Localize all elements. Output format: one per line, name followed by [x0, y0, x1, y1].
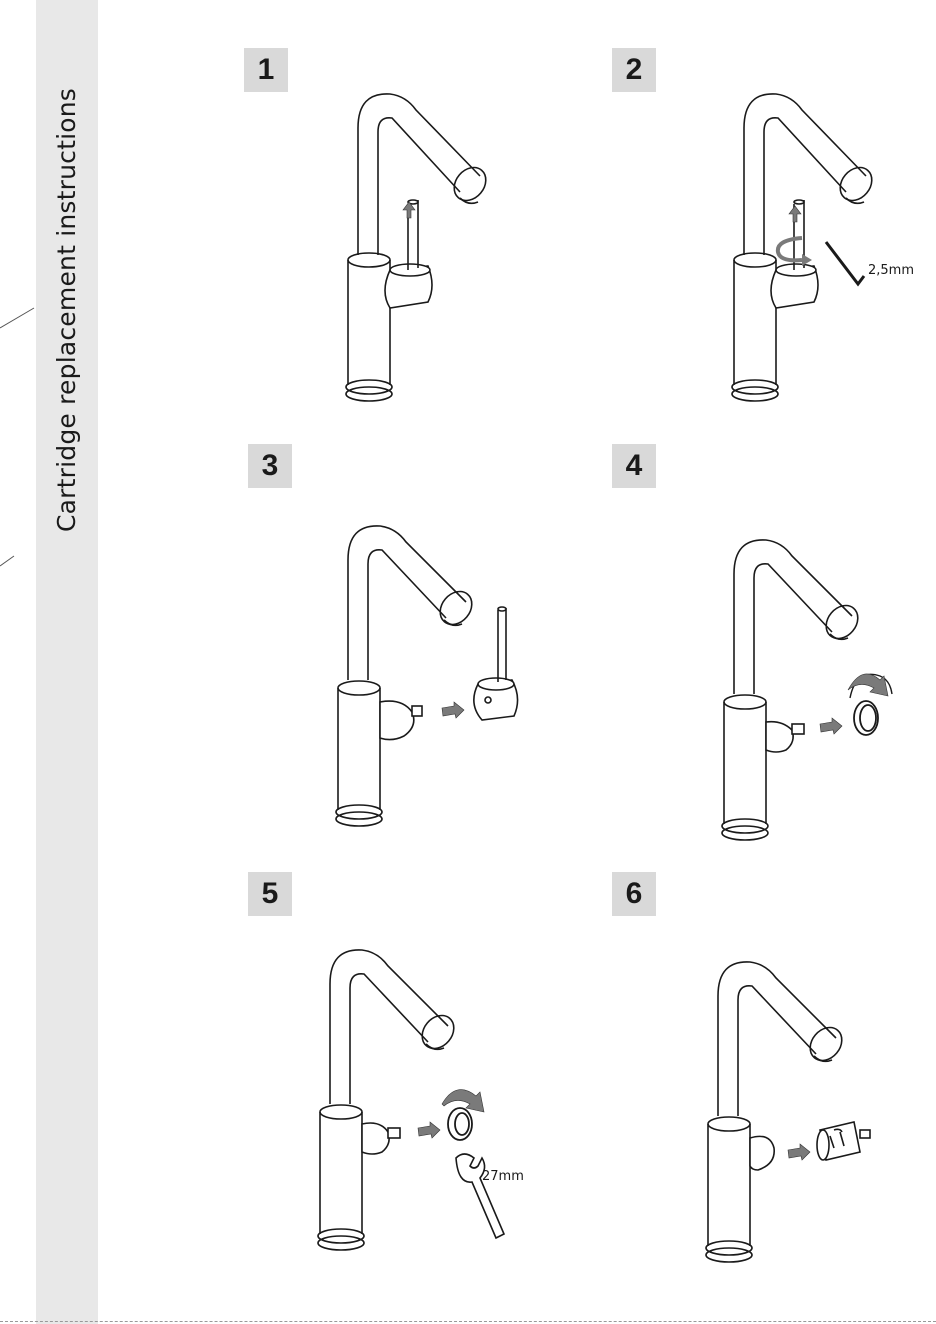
step-3-illustration	[316, 516, 536, 836]
step-6-illustration	[684, 952, 924, 1272]
step-2-illustration: 2,5mm	[706, 80, 936, 420]
step-5-illustration: 27mm	[296, 940, 556, 1260]
faucet-icon	[336, 526, 478, 826]
step-5-number: 5	[248, 872, 292, 916]
cartridge-icon	[817, 1122, 870, 1160]
step-5-tool-label: 27mm	[482, 1169, 524, 1184]
step-2-tool-label: 2,5mm	[868, 263, 914, 278]
fold-mark	[0, 0, 40, 600]
faucet-icon	[706, 962, 848, 1262]
faucet-icon	[732, 94, 878, 401]
faucet-icon	[346, 94, 492, 401]
rotate-arrow-icon	[778, 238, 812, 266]
step-6-number: 6	[612, 872, 656, 916]
dome-cap-icon	[750, 1136, 774, 1170]
page-cut-line	[0, 1321, 936, 1322]
sidebar-title: Cartridge replacement instructions	[49, 50, 85, 570]
push-arrow-icon	[418, 1122, 440, 1138]
cartridge-icon	[766, 722, 804, 752]
step-1-number: 1	[244, 48, 288, 92]
push-arrow-icon	[788, 1144, 810, 1160]
lever-handle-icon	[474, 607, 518, 720]
wrench-icon	[456, 1154, 504, 1238]
lock-nut-icon	[854, 701, 878, 735]
faucet-icon	[318, 950, 460, 1250]
dome-cap-icon	[380, 701, 422, 739]
push-arrow-icon	[789, 206, 801, 222]
step-3-number: 3	[248, 444, 292, 488]
cartridge-icon	[362, 1123, 400, 1154]
faucet-icon	[722, 540, 864, 840]
step-4-number: 4	[612, 444, 656, 488]
lock-nut-icon	[448, 1108, 472, 1140]
hex-key-icon	[826, 242, 864, 284]
step-4-illustration	[702, 530, 922, 850]
rotate-arrow-icon	[848, 674, 892, 698]
step-1-illustration	[320, 80, 540, 420]
push-arrow-icon	[442, 702, 464, 718]
push-arrow-icon	[820, 718, 842, 734]
step-2-number: 2	[612, 48, 656, 92]
